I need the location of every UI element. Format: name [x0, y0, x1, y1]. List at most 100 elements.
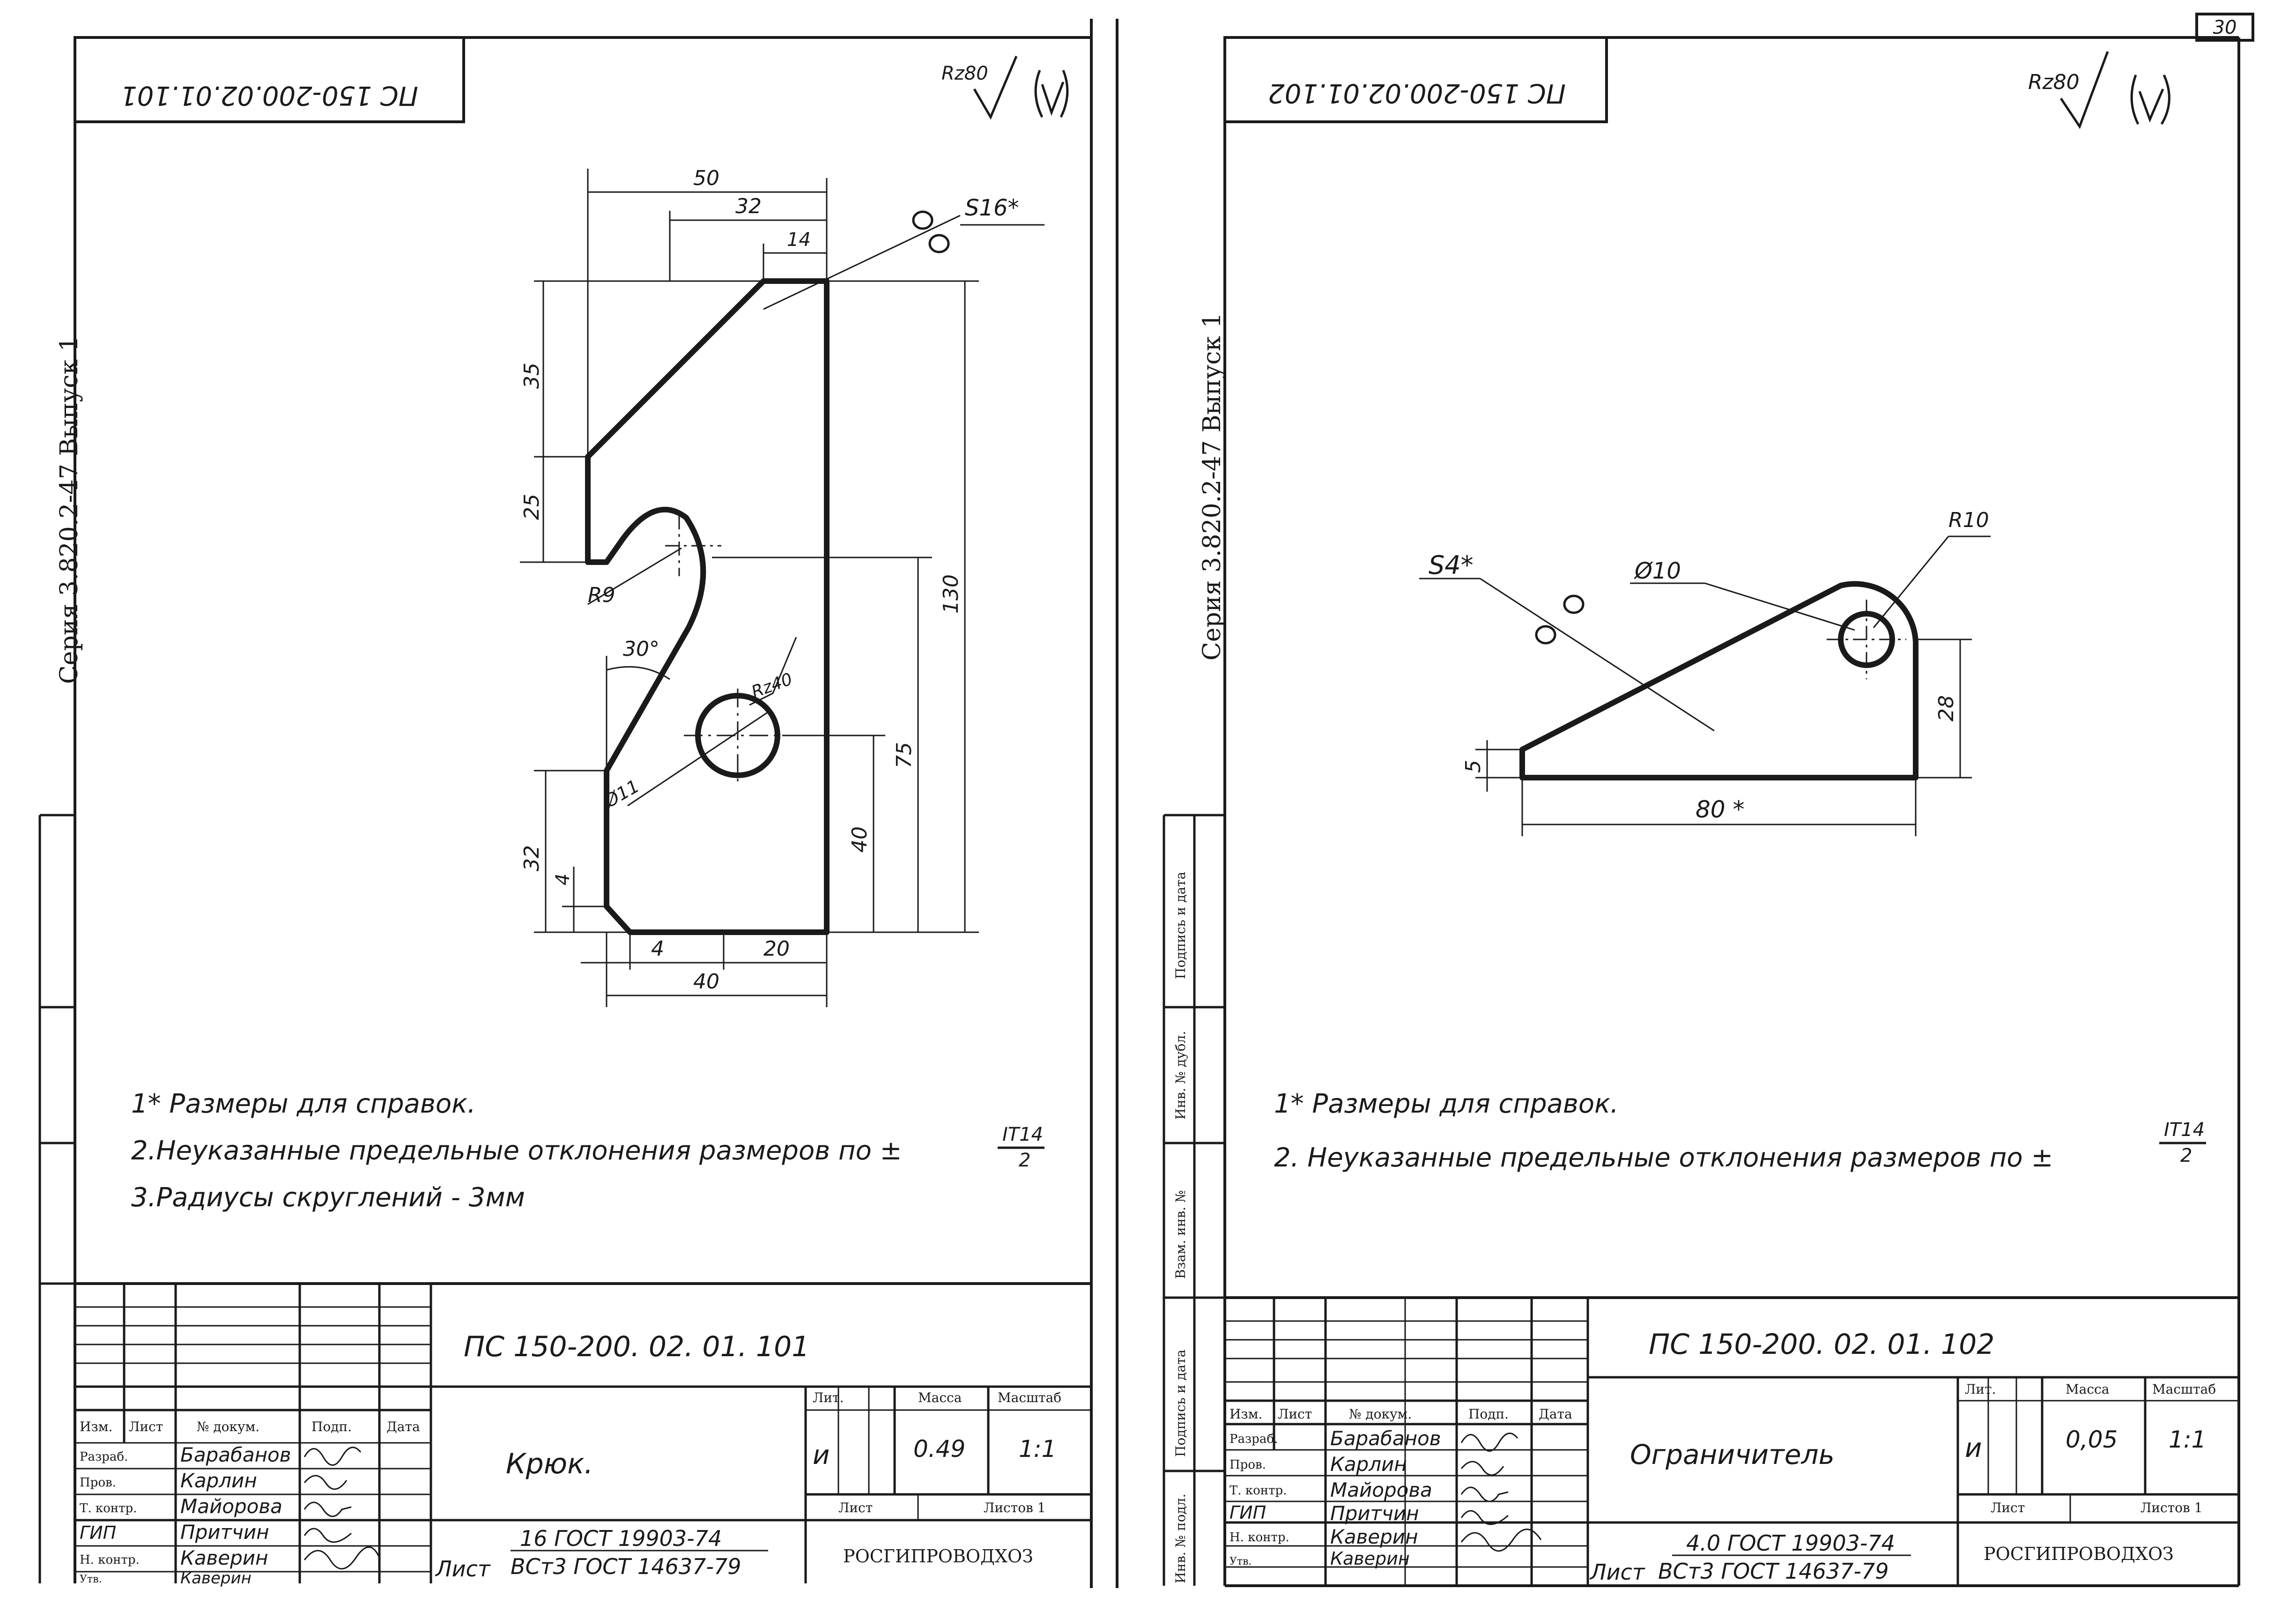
dim-28: 28	[1934, 695, 1958, 721]
limiter-centerlines	[1827, 600, 1906, 679]
dim-32-top: 32	[735, 194, 762, 218]
note-r2: 2. Неуказанные предельные отклонения раз…	[1274, 1143, 2053, 1173]
name-3: Майорова	[180, 1495, 282, 1518]
sheet-left: Серия 3.820.2-47 Выпуск 1 ПС 150-200.02.…	[38, 19, 1093, 1588]
material-prefix-right: Лист	[1589, 1559, 1645, 1585]
dim-130: 130	[939, 574, 963, 614]
code-box-top-right: ПС 150-200.02.01.102	[1223, 36, 1608, 123]
dim-r9: R9	[588, 583, 615, 607]
code-rotated-right: ПС 150-200.02.01.102	[1268, 78, 1566, 108]
role-r3: Т. контр.	[1229, 1484, 1287, 1498]
name-4: Притчин	[180, 1521, 269, 1544]
page-number-box: 30	[2195, 13, 2254, 42]
hdr-date-r: Дата	[1539, 1406, 1572, 1422]
role-r1: Разраб.	[1229, 1432, 1278, 1446]
dim-4-bottom: 4	[651, 937, 664, 961]
lit-value: и	[813, 1440, 830, 1470]
role-r4: ГИП	[1229, 1502, 1266, 1523]
org-name-right: РОСГИПРОВОДХОЗ	[1984, 1544, 2174, 1564]
name-5: Каверин	[180, 1546, 268, 1569]
notes-left: 1* Размеры для справок. 2.Неуказанные пр…	[131, 1089, 1044, 1213]
dim-5: 5	[1461, 760, 1485, 773]
material-bottom: ВСт3 ГОСТ 14637-79	[511, 1554, 741, 1579]
hook-outline	[585, 278, 830, 935]
mass-value-right: 0,05	[2066, 1426, 2118, 1453]
hdr-doc: № докум.	[197, 1419, 259, 1434]
dim-32-left: 32	[520, 845, 544, 871]
scale-label-right: Масштаб	[2152, 1381, 2216, 1397]
series-label-right: Серия 3.820.2-47 Выпуск 1	[1198, 312, 1226, 661]
sheet-label-right: Лист	[1991, 1500, 2025, 1515]
hdr-doc-r: № докум.	[1349, 1406, 1412, 1422]
roughness-label-right: Rz80	[2028, 70, 2080, 94]
stamp-4: Подпись и дата	[1173, 1350, 1188, 1457]
note-3: 3.Радиусы скруглений - 3мм	[131, 1182, 525, 1213]
page-number: 30	[2213, 17, 2237, 38]
part-name-right: Ограничитель	[1630, 1439, 1835, 1470]
name-r5: Каверин	[1330, 1525, 1418, 1548]
sheets-label-right: Листов 1	[2140, 1500, 2203, 1515]
title-block-left: ПС 150-200. 02. 01. 101 Крюк. 16 ГОСТ 19…	[75, 1284, 1091, 1588]
name-6: Каверин	[180, 1569, 252, 1588]
org-name: РОСГИПРОВОДХОЗ	[843, 1546, 1033, 1567]
dim-s4: S4*	[1429, 550, 1474, 580]
lit-value-right: и	[1965, 1433, 1982, 1463]
material-bottom-right: ВСт3 ГОСТ 14637-79	[1658, 1559, 1889, 1584]
name-r1: Барабанов	[1330, 1427, 1441, 1450]
dim-r10: R10	[1948, 508, 1989, 532]
notes-right: 1* Размеры для справок. 2. Неуказанные п…	[1274, 1089, 2206, 1173]
tolerance-den-right: 2	[2180, 1145, 2192, 1166]
name-1: Барабанов	[180, 1443, 291, 1466]
note-r1: 1* Размеры для справок.	[1274, 1089, 1619, 1119]
dim-4-left: 4	[552, 874, 574, 885]
role-1: Разраб.	[80, 1450, 128, 1464]
sheets-label: Листов 1	[984, 1500, 1046, 1515]
sheet-right: Подпись и дата Инв. № дубл. Взам. инв. №…	[1163, 36, 2240, 1587]
note-1: 1* Размеры для справок.	[131, 1089, 476, 1119]
hdr-sign: Подп.	[311, 1419, 352, 1434]
hdr-izm: Изм.	[80, 1419, 112, 1434]
sheet-label: Лист	[838, 1500, 873, 1515]
scale-label: Масштаб	[998, 1390, 1061, 1405]
right-side-strips: Подпись и дата Инв. № дубл. Взам. инв. №…	[1163, 814, 1406, 1586]
stamp-1: Подпись и дата	[1173, 872, 1188, 979]
dim-50: 50	[693, 166, 719, 190]
dim-40-bottom: 40	[693, 970, 719, 994]
dim-25: 25	[520, 494, 544, 520]
hdr-date: Дата	[386, 1419, 420, 1434]
material-prefix: Лист	[435, 1556, 491, 1582]
lit-label: Лит.	[813, 1390, 844, 1405]
stamp-3: Взам. инв. №	[1173, 1190, 1188, 1279]
name-2: Карлин	[180, 1469, 257, 1492]
role-r2: Пров.	[1229, 1458, 1266, 1472]
tolerance-num-right: IT14	[2164, 1119, 2205, 1141]
material-top: 16 ГОСТ 19903-74	[520, 1526, 722, 1551]
roughness-label: Rz80	[941, 63, 988, 84]
scale-value: 1:1	[1019, 1435, 1056, 1463]
hdr-list: Лист	[129, 1419, 163, 1434]
roughness-symbol-right: Rz80	[2028, 51, 2170, 129]
lit-label-right: Лит.	[1965, 1381, 1996, 1397]
limiter-dimensions: S4* Ø10 R10 5 28 80 *	[1419, 508, 1991, 836]
name-r4: Притчин	[1330, 1502, 1419, 1525]
stamp-5: Инв. № подл.	[1173, 1494, 1188, 1584]
title-code: ПС 150-200. 02. 01. 101	[464, 1330, 809, 1363]
dim-75: 75	[892, 742, 916, 768]
part-name: Крюк.	[506, 1448, 593, 1480]
dim-40-v: 40	[848, 826, 872, 853]
dim-35: 35	[520, 363, 544, 389]
tolerance-den: 2	[1019, 1150, 1030, 1171]
hdr-izm-r: Изм.	[1229, 1406, 1262, 1422]
role-r5: Н. контр.	[1229, 1530, 1289, 1545]
note-2: 2.Неуказанные предельные отклонения разм…	[131, 1136, 902, 1166]
mass-label-right: Масса	[2066, 1381, 2109, 1397]
role-5: Н. контр.	[80, 1553, 140, 1567]
code-rotated: ПС 150-200.02.01.101	[120, 80, 418, 111]
dim-s16: S16*	[965, 195, 1019, 221]
stamp-2: Инв. № дубл.	[1173, 1031, 1188, 1120]
dim-80: 80 *	[1696, 796, 1745, 823]
name-r3: Майорова	[1330, 1478, 1432, 1501]
role-3: Т. контр.	[80, 1501, 137, 1515]
mass-label: Масса	[918, 1390, 962, 1405]
